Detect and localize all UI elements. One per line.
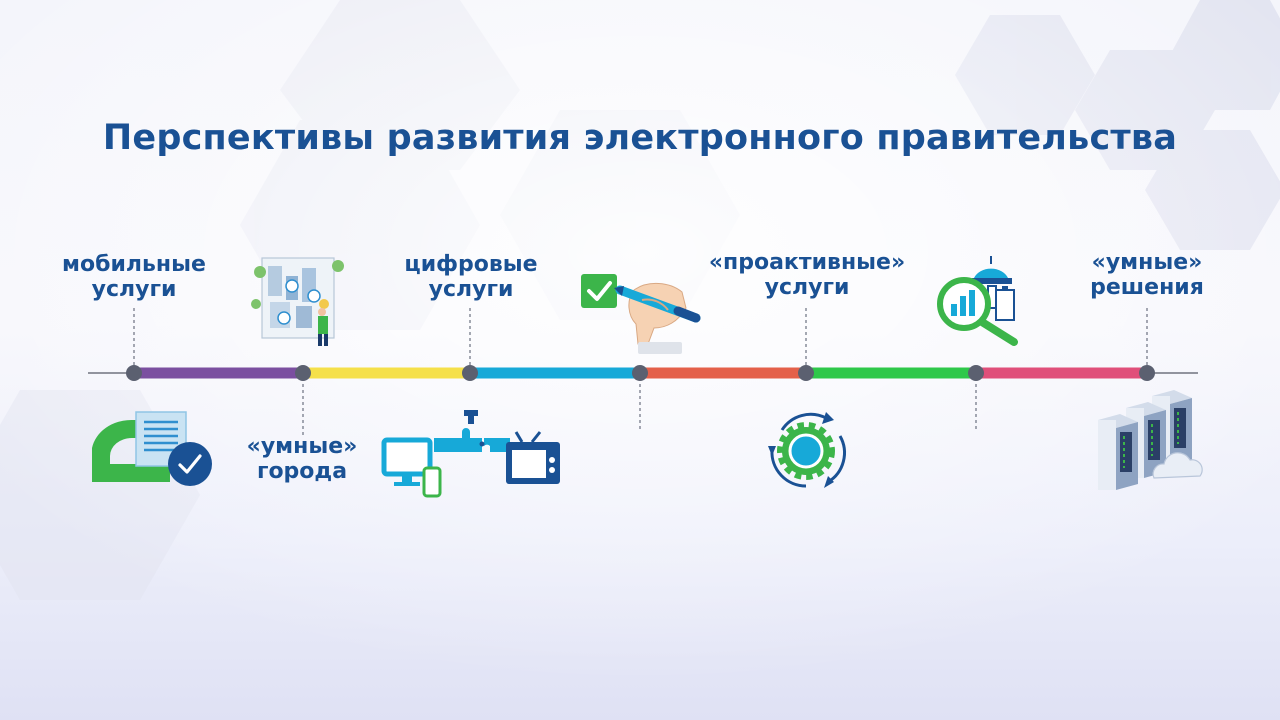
gear-cycle-icon (768, 412, 846, 488)
timeline-nodes (126, 365, 1155, 381)
servers-cloud-icon (1098, 390, 1203, 490)
stage-label-smart-cities: «умные» города (246, 434, 358, 484)
timeline-connectors (133, 308, 1148, 436)
government-analytics-icon (937, 256, 1018, 346)
timeline-node (798, 365, 814, 381)
stage-label-proactive-services: «проактивные» услуги (708, 250, 906, 300)
hand-pen-checkbox-icon (581, 274, 701, 354)
timeline-node (295, 365, 311, 381)
timeline-node (462, 365, 478, 381)
stage-label-mobile-services: мобильные услуги (62, 252, 206, 302)
devices-puzzle-icon (381, 410, 560, 498)
slide-title: Перспективы развития электронного правит… (102, 118, 1178, 158)
smart-city-icon (251, 257, 344, 346)
stage-label-digital-services: цифровые услуги (404, 252, 538, 302)
timeline-node (1139, 365, 1155, 381)
stage-label-smart-solutions: «умные» решения (1090, 250, 1204, 300)
document-check-icon (92, 411, 212, 486)
timeline-node (126, 365, 142, 381)
timeline-node (632, 365, 648, 381)
timeline-node (968, 365, 984, 381)
